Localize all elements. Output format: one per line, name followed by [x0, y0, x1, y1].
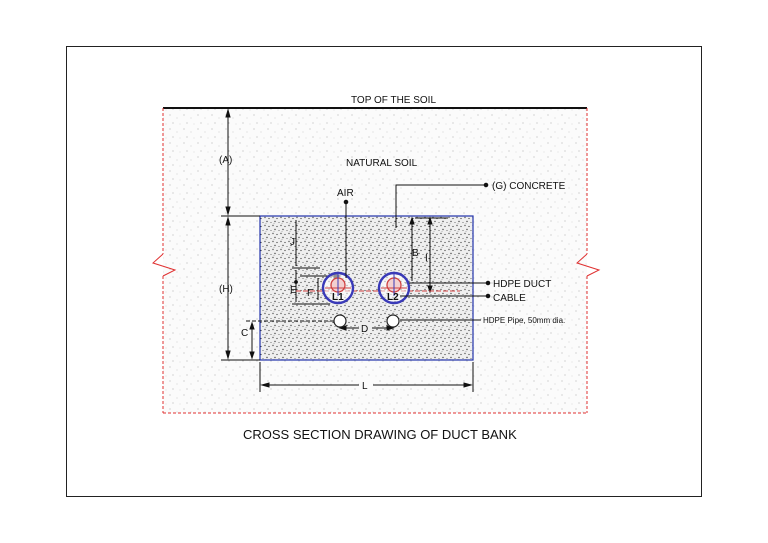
dimension-j-label: J [290, 237, 295, 248]
dimension-a-label: (A) [219, 155, 232, 166]
dimension-f-label: F [307, 288, 313, 299]
drawing-caption: CROSS SECTION DRAWING OF DUCT BANK [243, 427, 517, 442]
dimension-j-line [292, 220, 320, 269]
dimension-e-line [292, 270, 330, 305]
dimension-i-label: I [425, 253, 428, 264]
hdpe-duct-label: HDPE DUCT [493, 279, 551, 290]
dimension-a-line [221, 108, 260, 217]
dimension-e-label: E [290, 285, 297, 296]
duct-l1 [321, 271, 355, 305]
dimension-l-bg [359, 379, 373, 391]
hdpe-pipe-right [386, 314, 400, 328]
leader-concrete [395, 182, 489, 228]
dimension-d-bg [359, 322, 372, 333]
dimension-h-label: (H) [219, 284, 233, 295]
dimension-i-line [415, 216, 448, 294]
dimension-d-label: D [361, 324, 368, 335]
top-of-soil-label: TOP OF THE SOIL [351, 95, 436, 106]
concrete-label: (G) CONCRETE [492, 181, 566, 192]
hdpe-pipe-label: HDPE Pipe, 50mm dia. [483, 316, 565, 325]
leader-cable [400, 293, 491, 299]
leader-air [343, 199, 349, 278]
drawing-frame [66, 46, 702, 497]
natural-soil-label: NATURAL SOIL [346, 158, 418, 169]
duct-l2-label: L2 [387, 292, 399, 303]
air-label: AIR [337, 188, 354, 199]
dimension-b-label: B [412, 248, 419, 259]
hdpe-pipe-left [333, 314, 347, 328]
dimension-c-label: C [241, 328, 248, 339]
cable-label: CABLE [493, 293, 526, 304]
duct-l1-label: L1 [332, 292, 344, 303]
soil-boundary-right [576, 108, 601, 413]
leader-hdpe-duct [409, 280, 491, 286]
dimension-l-label: L [362, 381, 368, 392]
dimension-h-line [221, 216, 260, 361]
dimension-c-line [246, 320, 338, 360]
soil-boundary-left [152, 108, 177, 413]
